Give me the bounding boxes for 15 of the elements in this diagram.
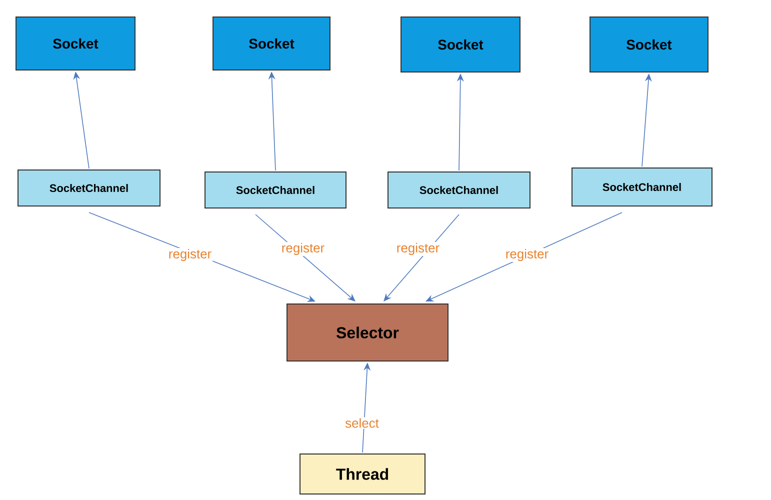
channel-box: SocketChannel — [204, 172, 346, 208]
edge-label: register — [167, 248, 213, 262]
edge-label: register — [395, 242, 441, 256]
socket-box: Socket — [400, 16, 520, 72]
edge-label: select — [344, 417, 380, 429]
channel-box: SocketChannel — [572, 168, 712, 206]
channel-box: SocketChannel — [388, 172, 530, 208]
channel-box: SocketChannel — [18, 170, 160, 206]
socket-box: Socket — [16, 16, 136, 70]
selector-box: Selector — [286, 304, 448, 362]
thread-box: Thread — [300, 454, 426, 494]
edge-label: register — [280, 242, 326, 256]
socket-box: Socket — [590, 16, 708, 72]
edge-label: register — [504, 248, 550, 262]
socket-box: Socket — [212, 16, 330, 70]
